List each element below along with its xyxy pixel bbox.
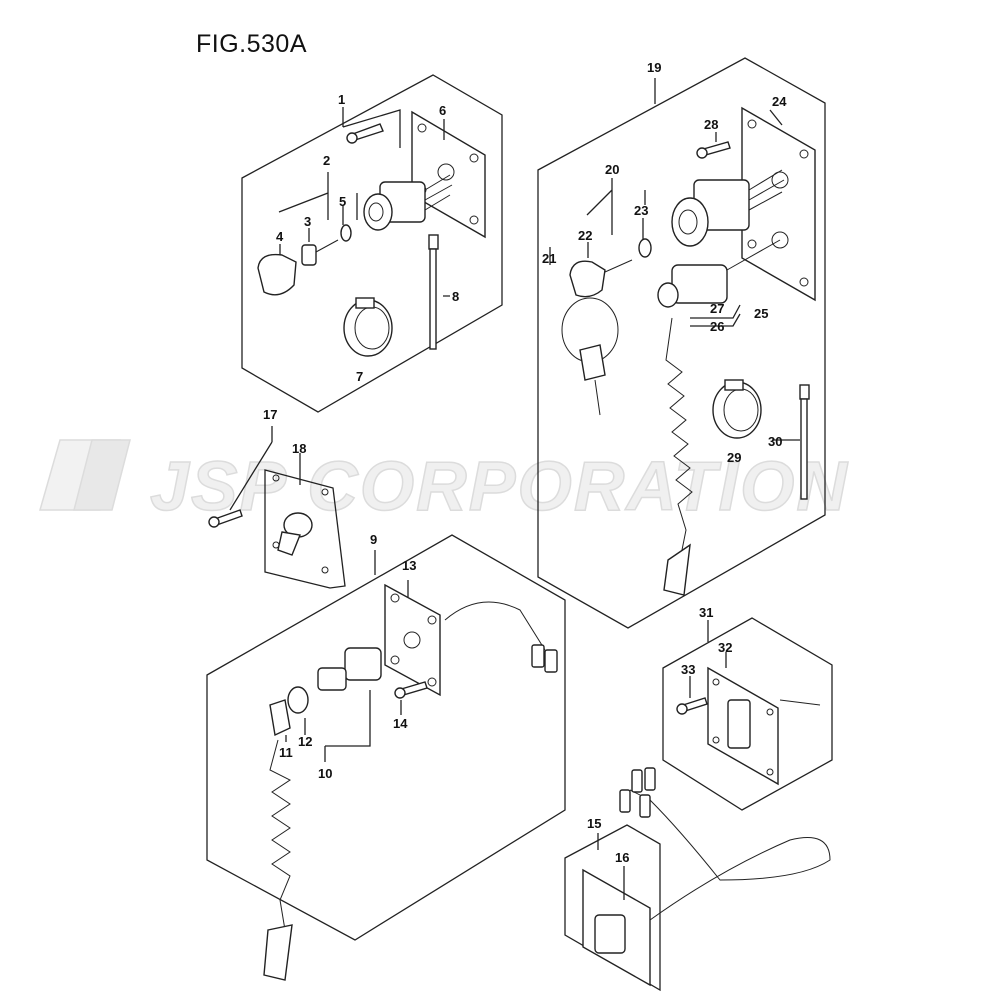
callout-27: 27 bbox=[710, 301, 724, 316]
part-23-washer-icon bbox=[638, 238, 652, 258]
group-box-1 bbox=[241, 74, 503, 413]
callout-10: 10 bbox=[318, 766, 332, 781]
callout-31: 31 bbox=[699, 605, 713, 620]
part-4-key-cap-icon bbox=[257, 253, 297, 296]
callout-12: 12 bbox=[298, 734, 312, 749]
callout-25: 25 bbox=[754, 306, 768, 321]
callout-21: 21 bbox=[542, 251, 556, 266]
part-26-lanyard-icon bbox=[663, 317, 693, 596]
callout-29: 29 bbox=[727, 450, 741, 465]
part-25-stop-switch-icon bbox=[657, 239, 781, 308]
callout-22: 22 bbox=[578, 228, 592, 243]
callout-2: 2 bbox=[323, 153, 330, 168]
callout-14: 14 bbox=[393, 716, 408, 731]
part-12-nut-icon bbox=[287, 686, 309, 714]
watermark-logo-icon bbox=[39, 439, 131, 511]
group-box-9 bbox=[206, 534, 566, 941]
group-box-31 bbox=[662, 617, 833, 811]
group-box-19 bbox=[537, 57, 826, 629]
part-33-screw-icon bbox=[676, 697, 708, 715]
callout-8: 8 bbox=[452, 289, 459, 304]
figure-title: FIG.530A bbox=[196, 30, 307, 58]
callout-28: 28 bbox=[704, 117, 718, 132]
part-16-switch-icon bbox=[582, 767, 831, 987]
callout-1: 1 bbox=[338, 92, 345, 107]
callout-6: 6 bbox=[439, 103, 446, 118]
callout-30: 30 bbox=[768, 434, 782, 449]
callout-9: 9 bbox=[370, 532, 377, 547]
watermark-text: JSP CORPORATION bbox=[150, 447, 849, 525]
callout-17: 17 bbox=[263, 407, 277, 422]
part-11-lanyard-icon bbox=[263, 699, 293, 981]
callout-32: 32 bbox=[718, 640, 732, 655]
callout-15: 15 bbox=[587, 816, 601, 831]
part-24-plate-icon bbox=[741, 106, 816, 302]
part-17-screw-icon bbox=[208, 509, 243, 528]
part-14-screw-icon bbox=[394, 681, 428, 699]
callout-18: 18 bbox=[292, 441, 306, 456]
part-29-cover-icon bbox=[712, 379, 762, 439]
part-1-screw-icon bbox=[346, 123, 384, 144]
part-10-stop-switch-icon bbox=[317, 647, 382, 691]
callout-24: 24 bbox=[772, 94, 787, 109]
part-8-cable-tie-icon bbox=[428, 234, 439, 350]
part-20-ignition-switch-icon bbox=[671, 169, 785, 247]
callout-5: 5 bbox=[339, 194, 346, 209]
part-3-key-icon bbox=[301, 239, 339, 266]
callout-33: 33 bbox=[681, 662, 695, 677]
part-18-switch-plate-icon bbox=[272, 474, 329, 574]
callout-20: 20 bbox=[605, 162, 619, 177]
part-6-plate-icon bbox=[411, 110, 486, 239]
part-2-ignition-switch-icon bbox=[363, 174, 453, 231]
callout-11: 11 bbox=[279, 745, 293, 760]
group-box-15 bbox=[564, 824, 661, 992]
part-22-key-icon bbox=[561, 259, 633, 416]
callout-26: 26 bbox=[710, 319, 724, 334]
callout-3: 3 bbox=[304, 214, 311, 229]
callout-labels: 1 2 3 4 5 6 7 8 9 10 11 12 13 14 15 16 1… bbox=[263, 60, 787, 865]
part-5-washer-icon bbox=[340, 224, 352, 242]
part-7-cover-icon bbox=[343, 297, 393, 357]
part-30-cable-tie-icon bbox=[799, 384, 810, 500]
group-box-17 bbox=[264, 469, 346, 589]
callout-23: 23 bbox=[634, 203, 648, 218]
callout-13: 13 bbox=[402, 558, 416, 573]
part-13-plate-icon bbox=[384, 583, 558, 697]
callout-16: 16 bbox=[615, 850, 629, 865]
callout-19: 19 bbox=[647, 60, 661, 75]
part-28-screw-icon bbox=[696, 141, 731, 159]
callout-7: 7 bbox=[356, 369, 363, 384]
callout-4: 4 bbox=[276, 229, 284, 244]
part-32-switch-icon bbox=[707, 666, 821, 786]
